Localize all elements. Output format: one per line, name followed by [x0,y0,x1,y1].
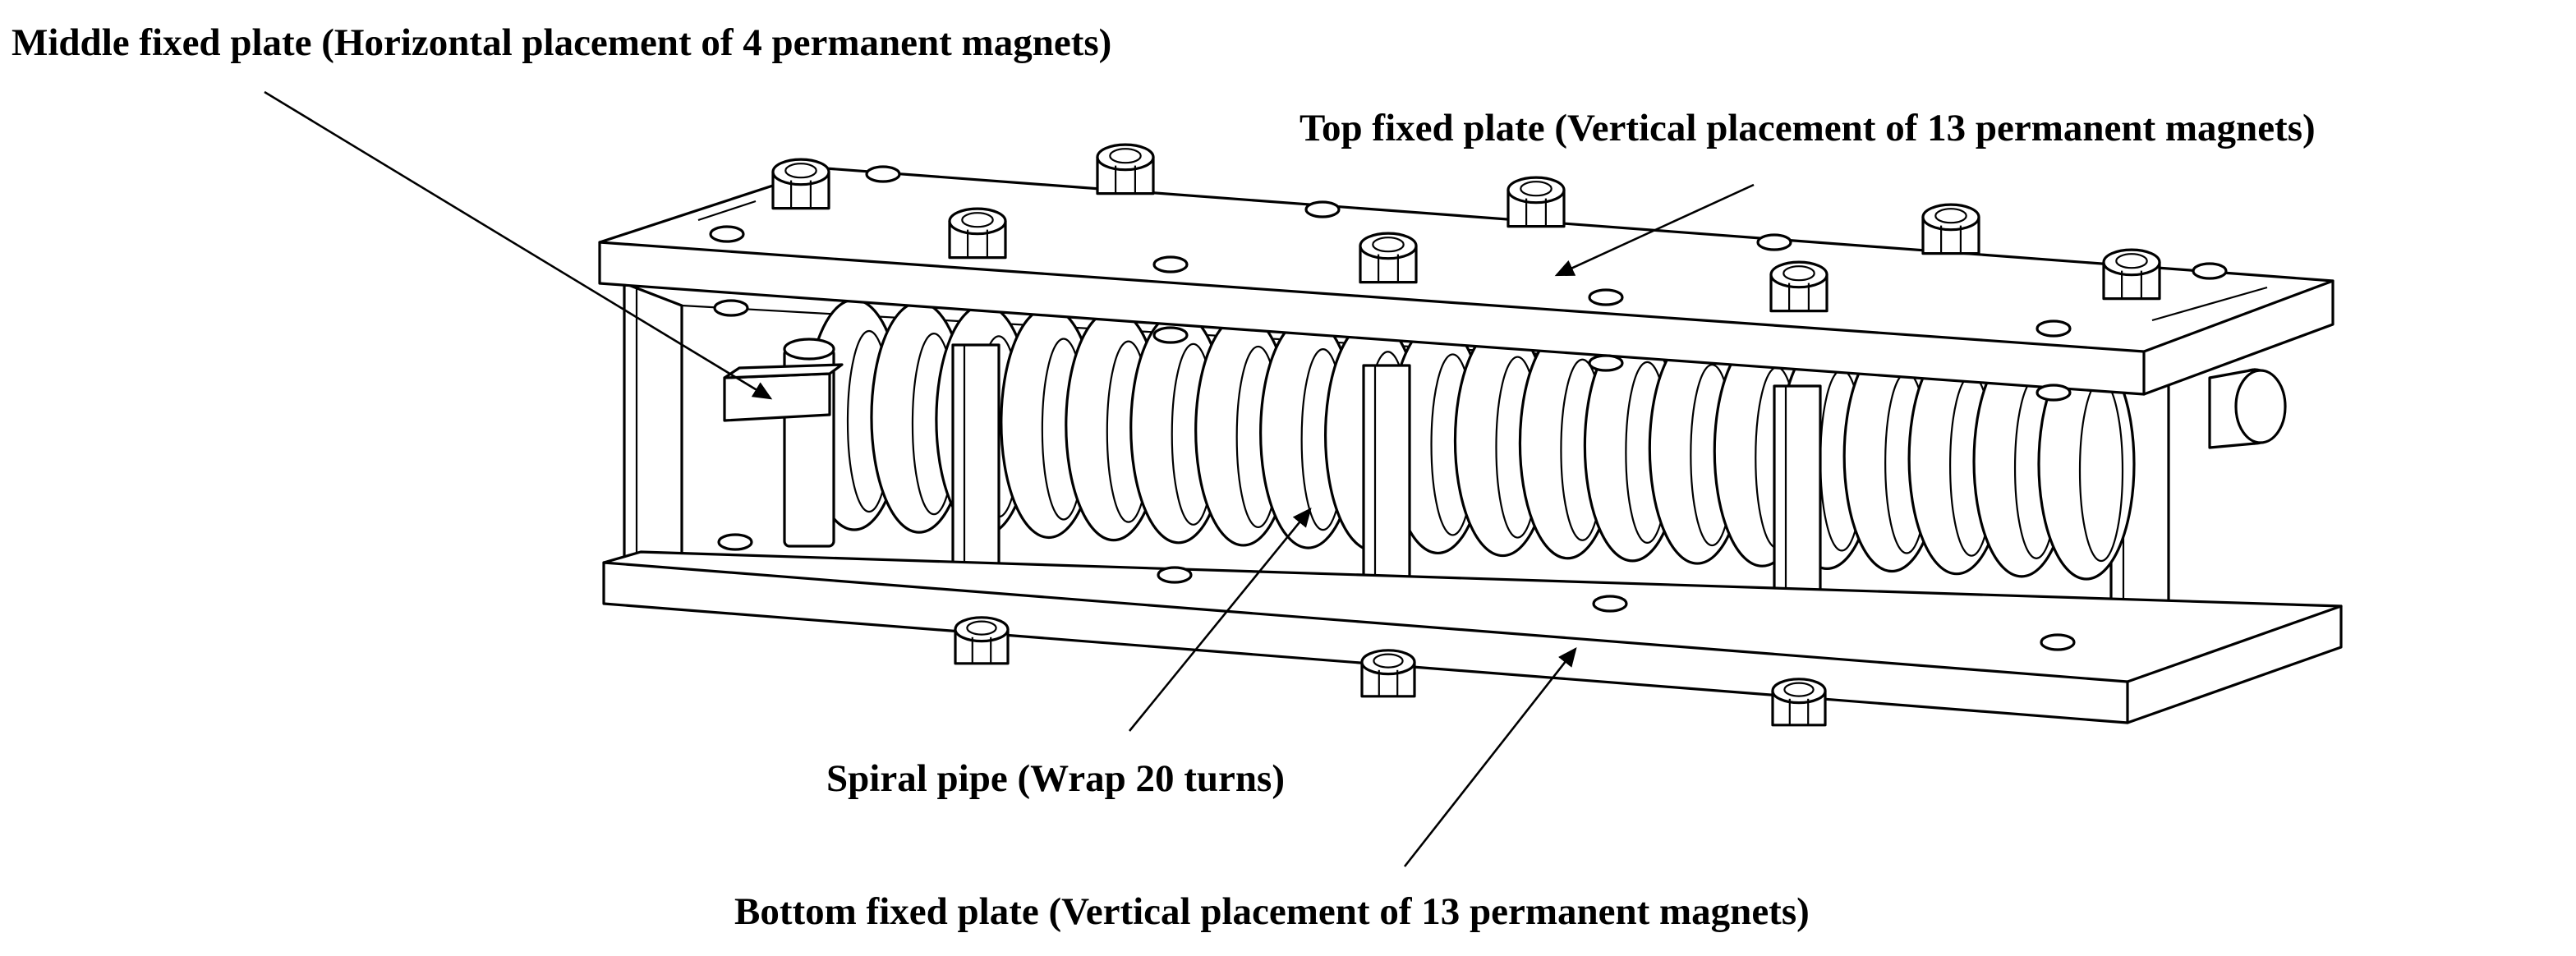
leader-spiral-pipe [1128,507,1312,732]
bottom-bolt [2036,384,2072,402]
top-nut [1359,232,1418,284]
bottom-plate-label: Bottom fixed plate (Vertical placement o… [734,890,1810,933]
vertical-post [1362,364,1411,605]
top-bolt [2036,319,2072,338]
top-plate-label: Top fixed plate (Vertical placement of 1… [1300,107,2316,149]
bottom-bolt [713,299,749,317]
top-nut [1506,176,1566,228]
middle-plate-label: Middle fixed plate (Horizontal placement… [12,21,1112,64]
top-bolt [1756,233,1792,251]
bottom-fixed-plate [602,550,2343,724]
top-nut [948,207,1007,260]
leader-lines [264,90,1755,867]
bottom-bolt [717,533,753,551]
bottom-nut [1771,678,1827,727]
top-nut [2102,248,2161,301]
top-bolt [2192,262,2228,280]
leader-bottom-plate [1403,646,1577,867]
top-nut [1769,260,1828,313]
vertical-post [951,343,1000,581]
top-nut [771,158,830,210]
leader-middle-plate [264,90,773,400]
top-bolt [1152,255,1189,273]
leader-top-plate [1554,183,1755,277]
bolts [709,143,2228,727]
bottom-bolt [1592,595,1628,613]
bottom-bolt [1157,566,1193,584]
top-bolt [865,165,901,183]
left-side-wall [623,282,683,593]
bottom-bolt [1152,326,1189,344]
bottom-bolt [2040,633,2076,651]
spiral-pipe-label: Spiral pipe (Wrap 20 turns) [826,757,1285,800]
bottom-nut [1360,649,1416,698]
top-bolt [1304,200,1341,218]
top-bolt [1588,288,1624,306]
bottom-nut [954,616,1010,665]
middle-fixed-plate [723,363,844,422]
top-nut [1096,143,1155,195]
top-bolt [709,225,745,243]
top-nut [1921,203,1980,255]
bottom-bolt [1588,354,1624,372]
